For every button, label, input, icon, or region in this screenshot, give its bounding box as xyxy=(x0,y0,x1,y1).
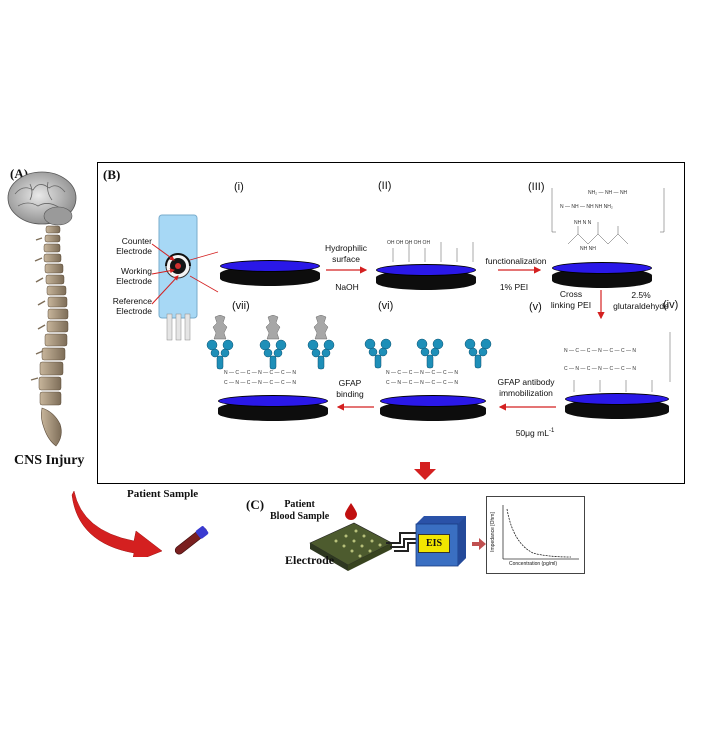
pei-label: 1% PEI xyxy=(499,282,529,292)
panel-b-frame xyxy=(97,162,685,484)
functionalization-label: functionalization xyxy=(485,256,547,266)
electrode-disk-i xyxy=(220,260,320,286)
step-iii-label: (III) xyxy=(528,181,545,193)
patient-blood-label: Patient Blood Sample xyxy=(270,499,330,522)
chem-structure-iii: NH₂ — NH — NH N — NH — NH NH NH₂ NH N N … xyxy=(548,186,668,260)
counter-electrode-label: Counter Electrode xyxy=(116,236,152,256)
down-arrow xyxy=(413,462,437,480)
working-electrode-label: Working Electrode xyxy=(116,266,152,286)
patient-sample-label: Patient Sample xyxy=(127,488,199,500)
spine-vertebrae xyxy=(38,225,69,406)
step-i-label: (i) xyxy=(234,181,244,193)
panel-b-label: (B) xyxy=(103,167,121,182)
panel-c-label: (C) xyxy=(246,497,265,512)
electrode-disk-vi xyxy=(380,395,486,421)
chem-structure-vi: N — C — C — N — C — C — N C — N — C — N … xyxy=(386,370,458,386)
chem-structure-ii: OH OH OH OH OH xyxy=(385,228,475,264)
arrow-to-plot xyxy=(472,538,486,550)
reference-electrode-label: Reference Electrode xyxy=(112,296,152,316)
antibody-vi-3 xyxy=(464,338,492,370)
electrode-disk-iii xyxy=(552,262,652,288)
gfap-binding-label: GFAP binding xyxy=(336,378,364,399)
impedance-plot: Impedance [Ohm] Concentration (pg/ml) xyxy=(486,496,585,574)
crosslinking-label: Cross linking PEI xyxy=(550,289,592,310)
antibody-vi-2 xyxy=(416,338,444,370)
naoh-label: NaOH xyxy=(335,282,359,292)
brain-spine-illustration xyxy=(0,168,92,453)
antibody-vi-1 xyxy=(364,338,392,370)
blood-drop-icon xyxy=(345,503,357,520)
electrode-disk-ii xyxy=(376,264,476,290)
step-vii-label: (vii) xyxy=(232,300,250,312)
glutaraldehyde-label: 2.5% glutaraldehyde xyxy=(613,290,669,311)
curved-red-arrow xyxy=(70,487,170,557)
antibody-gfap-vii-3 xyxy=(306,315,336,371)
screen-printed-electrode xyxy=(158,214,198,342)
step-ii-label: (II) xyxy=(378,180,392,192)
chem-structure-vii: N — C — C — N — C — C — N C — N — C — N … xyxy=(224,370,296,386)
concentration-label: 50μg mL-1 xyxy=(515,427,555,438)
impedance-curve xyxy=(506,508,572,558)
electrode-pointer-arrows xyxy=(151,243,219,305)
step-vi-label: (vi) xyxy=(378,300,394,312)
chem-structure-iv: N — C — C — N — C — C — N C — N — C — N … xyxy=(560,330,676,394)
electrode-disk-vii xyxy=(218,395,328,421)
antibody-gfap-vii-1 xyxy=(205,315,235,371)
eis-label: EIS xyxy=(418,534,450,553)
sample-vial xyxy=(170,523,212,559)
antibody-gfap-vii-2 xyxy=(258,315,288,371)
step-iv-label: (iv) xyxy=(663,299,679,311)
cns-injury-label: CNS Injury xyxy=(14,453,85,468)
plot-y-axis-label: Impedance [Ohm] xyxy=(490,512,496,552)
electrode-chip xyxy=(306,521,416,575)
step-v-label: (v) xyxy=(529,301,542,313)
electrode-disk-iv xyxy=(565,393,669,419)
hydrophilic-label: Hydrophilic surface xyxy=(324,243,368,264)
plot-x-axis-label: Concentration (pg/ml) xyxy=(509,561,558,567)
gfap-antibody-label: GFAP antibody immobilization xyxy=(497,377,555,398)
electrode-label: Electrode xyxy=(285,553,335,567)
